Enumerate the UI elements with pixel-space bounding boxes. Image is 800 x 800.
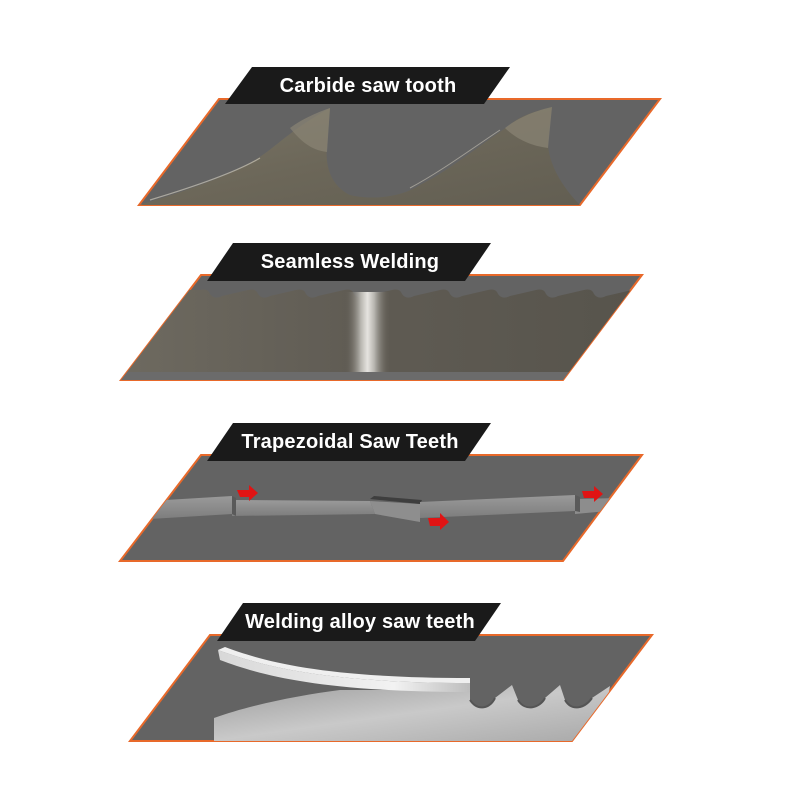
label-bg-3 <box>207 423 491 461</box>
feature-title-seamless-welding: Seamless Welding <box>260 251 440 273</box>
panel-seamless-welding <box>118 243 645 381</box>
welded-blade-illustration <box>121 289 642 380</box>
arrow-icon <box>428 513 449 530</box>
label-bg-4 <box>217 603 501 641</box>
feature-title-carbide: Carbide saw tooth <box>279 75 457 97</box>
carbide-tooth-illustration <box>139 107 580 205</box>
arrow-icon <box>237 485 258 501</box>
label-bg-1 <box>225 67 510 104</box>
panel-welding-alloy-saw-teeth <box>127 603 655 742</box>
alloy-teeth-illustration <box>214 647 610 741</box>
feature-title-welding-alloy: Welding alloy saw teeth <box>245 611 475 633</box>
panel-carbide-saw-tooth <box>136 67 663 206</box>
label-bg-2 <box>207 243 491 281</box>
feature-title-trapezoidal: Trapezoidal Saw Teeth <box>241 431 459 453</box>
panel-trapezoidal-saw-teeth <box>117 423 644 562</box>
set-teeth-illustration <box>150 495 620 522</box>
arrow-icon <box>582 486 603 502</box>
